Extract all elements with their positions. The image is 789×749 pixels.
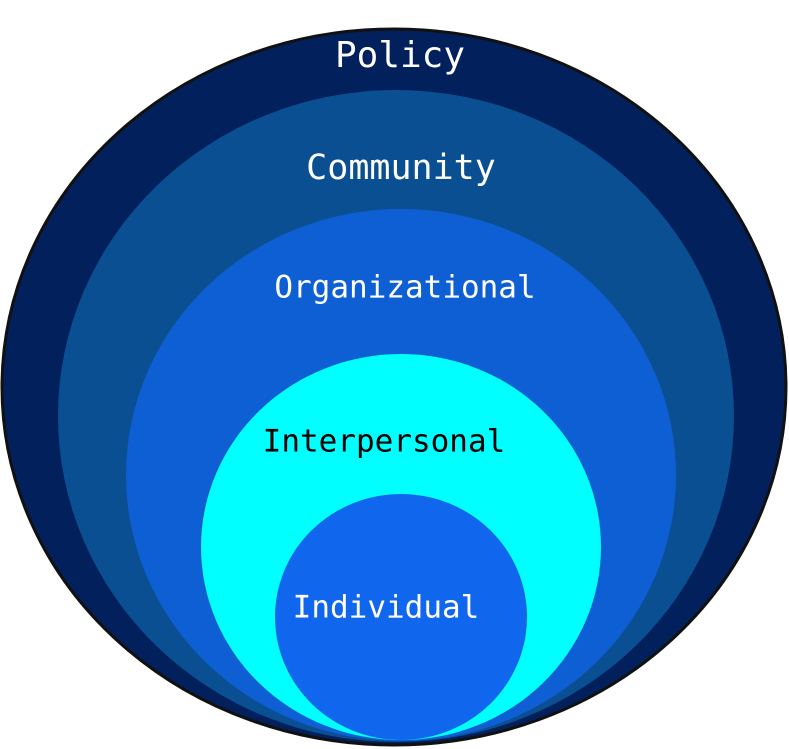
label-individual: Individual [293, 590, 480, 626]
label-policy: Policy [335, 35, 465, 76]
label-interpersonal: Interpersonal [263, 424, 506, 460]
ring-individual [275, 494, 527, 740]
label-community: Community [306, 148, 496, 188]
label-organizational: Organizational [274, 270, 535, 306]
